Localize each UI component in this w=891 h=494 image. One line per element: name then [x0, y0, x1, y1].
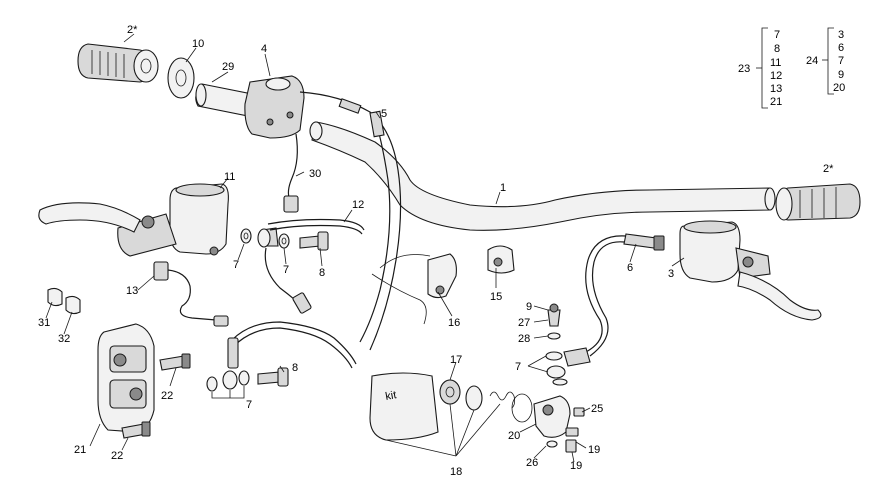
- group-24-item: 6: [838, 42, 844, 54]
- switch-15: [487, 245, 515, 274]
- kit-group-24: 24 3 6 7 9 20: [806, 29, 845, 94]
- callout-label: 6: [627, 262, 633, 274]
- left-master-cylinder: [38, 183, 229, 257]
- callout-label: 7: [515, 361, 521, 373]
- handlebar: [309, 121, 776, 231]
- callout-label: 18: [450, 466, 462, 478]
- callout-label: 7: [283, 264, 289, 276]
- callout-label: 31: [38, 317, 50, 329]
- callout-label: 10: [192, 38, 204, 50]
- callout-label: 19: [570, 460, 582, 472]
- brake-caliper: [97, 323, 155, 433]
- kit-group-23: 23 7 8 11 12 13 21: [738, 29, 782, 108]
- callout-label: 8: [292, 362, 298, 374]
- group-24-label: 24: [806, 55, 818, 67]
- group-23-label: 23: [738, 63, 750, 75]
- callout-label: 1: [500, 182, 506, 194]
- brake-hose-12: [264, 218, 365, 314]
- callout-label: 25: [591, 403, 603, 415]
- group-23-item: 21: [770, 96, 782, 108]
- callout-label: 15: [490, 291, 502, 303]
- throttle-housing: [244, 75, 305, 139]
- callout-label: 17: [450, 354, 462, 366]
- callout-label: 12: [352, 199, 364, 211]
- callout-label: 2*: [823, 163, 834, 175]
- callout-label: 19: [588, 444, 600, 456]
- callout-label: 26: [526, 457, 538, 469]
- kit-bag-text: kit: [384, 389, 397, 403]
- callout-label: 28: [518, 333, 530, 345]
- leader-lines: [45, 33, 685, 463]
- bracket-23: [756, 27, 768, 109]
- group-24-item: 3: [838, 29, 844, 41]
- right-master-cylinder: [679, 220, 822, 321]
- clip-31: [47, 287, 63, 307]
- seal-kit-parts: [439, 379, 533, 423]
- callout-label: 30: [309, 168, 321, 180]
- callout-labels: 2* 10 29 4 5 30 1 2* 11 12 7 7 8 6 3 13 …: [38, 24, 834, 478]
- rear-banjo-group: [545, 303, 591, 386]
- group-23-item: 7: [774, 29, 780, 41]
- callout-label: 27: [518, 317, 530, 329]
- callout-label: 9: [526, 301, 532, 313]
- switch-16: [427, 253, 457, 299]
- group-23-item: 13: [770, 83, 782, 95]
- group-23-item: 11: [770, 57, 781, 69]
- seal-kit-bag: kit: [369, 372, 439, 441]
- brake-banjo-group-upper: [240, 227, 329, 251]
- caliper-bolt-lower: [121, 421, 151, 439]
- callout-label: 20: [508, 430, 520, 442]
- callout-label: 13: [126, 285, 138, 297]
- callout-label: 3: [668, 268, 674, 280]
- group-23-item: 12: [770, 70, 782, 82]
- rear-master-cylinder-20: [533, 395, 585, 453]
- clip-32: [65, 295, 81, 315]
- callout-label: 8: [319, 267, 325, 279]
- callout-label: 7: [246, 399, 252, 411]
- callout-label: 16: [448, 317, 460, 329]
- callout-label: 32: [58, 333, 70, 345]
- callout-label: 29: [222, 61, 234, 73]
- throttle-cable: [299, 91, 402, 351]
- caliper-bolt-upper: [159, 353, 191, 371]
- callout-label: 22: [161, 390, 173, 402]
- bracket-24: [822, 27, 834, 95]
- group-24-item: 20: [833, 82, 845, 94]
- callout-label: 2*: [127, 24, 138, 36]
- callout-label: 5: [381, 108, 387, 120]
- wire-bundle-center: [371, 254, 431, 325]
- group-24-item: 7: [838, 55, 844, 67]
- callout-label: 11: [224, 171, 235, 183]
- right-hose: [585, 233, 665, 357]
- brake-banjo-group-lower: [206, 321, 357, 392]
- sensor-13: [153, 261, 229, 327]
- grip-washer: [167, 57, 195, 99]
- callout-label: 4: [261, 43, 267, 55]
- callout-label: 21: [74, 444, 86, 456]
- right-grip: [775, 183, 861, 221]
- callout-label: 7: [233, 259, 239, 271]
- callout-label: 22: [111, 450, 123, 462]
- group-23-item: 8: [774, 43, 780, 55]
- left-grip: [77, 43, 159, 83]
- group-24-item: 9: [838, 69, 844, 81]
- kill-switch-wire: [283, 133, 299, 213]
